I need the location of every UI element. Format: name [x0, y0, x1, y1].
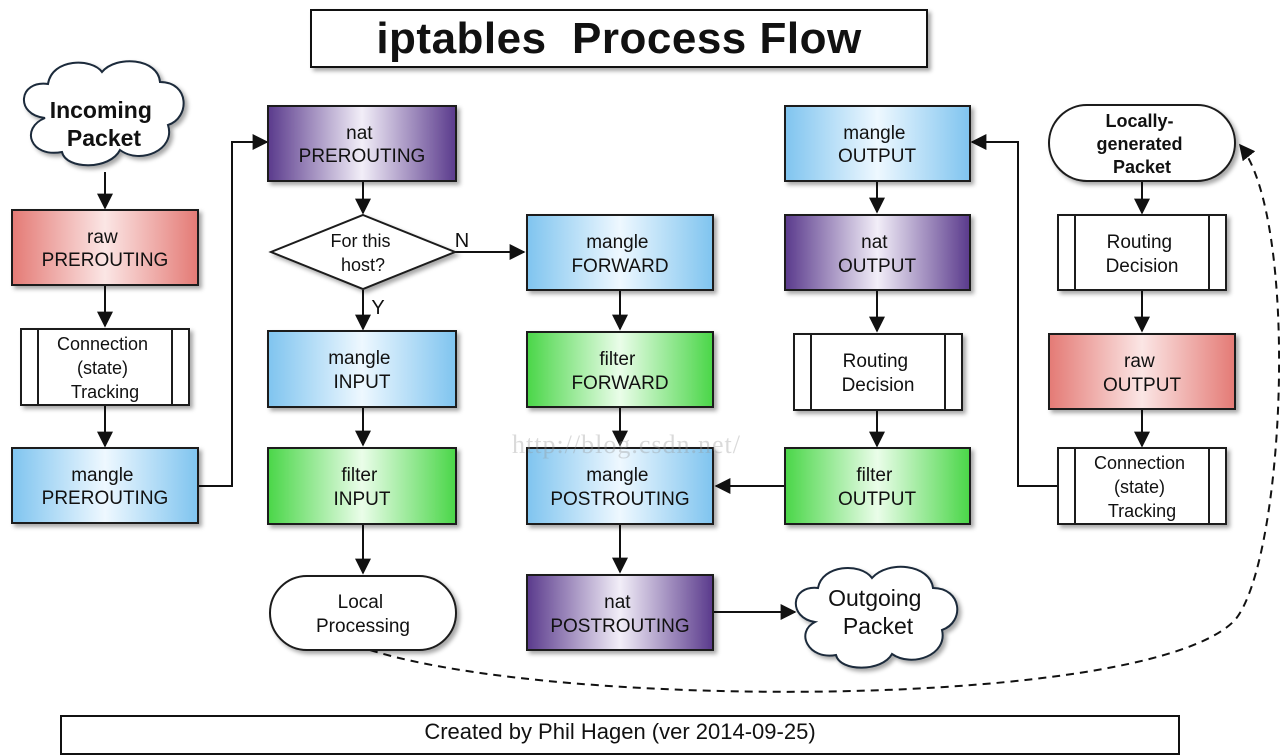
raw-output-label: raw OUTPUT: [1103, 351, 1182, 396]
filter-forward-box: [526, 331, 714, 408]
nat-output-label: nat OUTPUT: [838, 232, 917, 277]
routing-decision-right-label: Routing Decision: [1106, 232, 1179, 277]
credit-text: Created by Phil Hagen (ver 2014-09-25): [424, 719, 816, 744]
routing-decision-right-box: [1057, 214, 1227, 291]
nat-postrouting-box: [526, 574, 714, 651]
mangle-forward-box: [526, 214, 714, 291]
mangle-postrouting-box: [526, 447, 714, 525]
mangle-prerouting-box: [11, 447, 199, 524]
filter-forward-label: filter FORWARD: [571, 349, 668, 394]
raw-output-box: [1048, 333, 1236, 410]
watermark: http://blog.csdn.net/: [512, 430, 741, 459]
edge-local-to-localgen: [369, 143, 1280, 693]
page-title: iptables Process Flow: [376, 13, 862, 63]
locally-generated-label: Locally- generated Packet: [1096, 111, 1187, 177]
conn-tracking-left-label: Connection (state) Tracking: [57, 334, 153, 402]
edge-label-yes: Y: [371, 297, 384, 319]
edge-mangle-natpre: [198, 134, 269, 487]
nat-output-box: [784, 214, 971, 291]
decision-label: For this host?: [330, 231, 395, 275]
mangle-input-box: [267, 330, 457, 408]
locally-generated-terminal: [1048, 104, 1236, 182]
nat-prerouting-label: nat PREROUTING: [299, 123, 426, 167]
incoming-packet-cloud: [23, 60, 185, 167]
nat-postrouting-label: nat POSTROUTING: [550, 592, 689, 637]
title-box: iptables Process Flow: [310, 9, 928, 68]
mangle-postrouting-label: mangle POSTROUTING: [550, 465, 689, 510]
mangle-forward-label: mangle FORWARD: [571, 232, 668, 277]
mangle-prerouting-label: mangle PREROUTING: [42, 465, 169, 509]
for-this-host-diamond: [268, 213, 458, 291]
nodes: [11, 60, 1236, 669]
edges: [97, 134, 1280, 693]
mangle-output-label: mangle OUTPUT: [838, 123, 917, 167]
raw-prerouting-box: [11, 209, 199, 286]
conn-tracking-right-label: Connection (state) Tracking: [1094, 453, 1190, 521]
mangle-input-label: mangle INPUT: [328, 348, 396, 393]
nat-prerouting-box: [267, 105, 457, 182]
edge-conn-mangleout: [970, 134, 1058, 487]
filter-output-label: filter OUTPUT: [838, 465, 917, 510]
edge-label-no: N: [455, 230, 469, 252]
filter-input-box: [267, 447, 457, 525]
incoming-packet-label: Incoming Packet: [50, 97, 159, 151]
mangle-output-box: [784, 105, 971, 182]
local-processing-terminal: [269, 575, 457, 651]
node-labels: Incoming Packet raw PREROUTING Connectio…: [42, 97, 1190, 639]
routing-decision-mid-box: [793, 333, 963, 411]
outgoing-packet-label: Outgoing Packet: [828, 585, 928, 639]
conn-tracking-right-box: [1057, 447, 1227, 525]
filter-input-label: filter INPUT: [334, 465, 391, 510]
local-processing-label: Local Processing: [316, 592, 410, 637]
routing-decision-mid-label: Routing Decision: [842, 351, 915, 396]
conn-tracking-left-box: [20, 328, 190, 406]
outgoing-packet-cloud: [794, 565, 959, 669]
filter-output-box: [784, 447, 971, 525]
raw-prerouting-label: raw PREROUTING: [42, 227, 169, 271]
credit-box: Created by Phil Hagen (ver 2014-09-25): [60, 715, 1180, 755]
